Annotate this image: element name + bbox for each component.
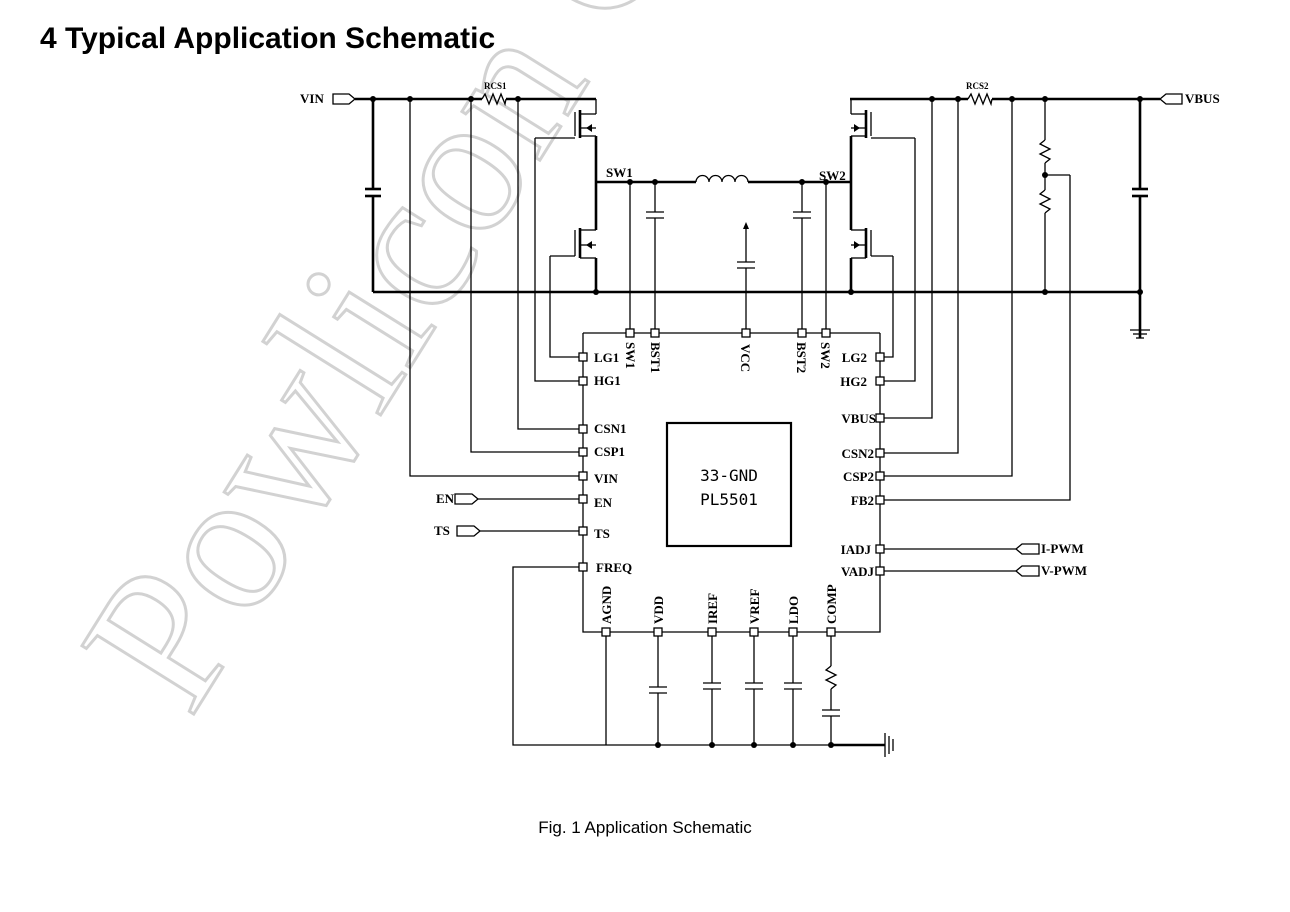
pin-hg1: HG1	[594, 373, 621, 388]
pin-iadj: IADJ	[841, 542, 872, 557]
svg-text:I-PWM: I-PWM	[1041, 541, 1084, 556]
mosfet-low-side-1	[550, 228, 598, 292]
pin-lg2: LG2	[842, 350, 867, 365]
pin-fb2: FB2	[851, 493, 874, 508]
port-vin: VIN	[300, 91, 357, 106]
port-vbus: VBUS	[1158, 91, 1220, 106]
port-i-pwm: I-PWM	[1014, 541, 1084, 556]
port-ts: TS	[434, 523, 482, 538]
svg-text:VIN: VIN	[300, 91, 324, 106]
chip-part-number: PL5501	[700, 490, 758, 509]
power-stage	[355, 92, 1160, 339]
mosfet-high-side-2	[849, 99, 915, 230]
pin-csp2: CSP2	[843, 469, 874, 484]
pin-vref: VREF	[747, 589, 762, 624]
pin-bst2: BST2	[794, 342, 809, 373]
inductor	[695, 174, 749, 183]
junction-dots	[370, 96, 1143, 295]
section-heading: 4 Typical Application Schematic	[40, 22, 496, 55]
mosfet-low-side-2	[849, 228, 893, 292]
chip-ground-label: 33-GND	[700, 466, 758, 485]
pin-freq: FREQ	[596, 560, 632, 575]
input-capacitor	[365, 99, 381, 292]
bootstrap-capacitor-2	[793, 182, 811, 333]
top-pins: SW1 BST1 VCC BST2 SW2	[623, 328, 833, 373]
label-rcs1: RCS1	[484, 81, 507, 91]
pin-vadj: VADJ	[841, 564, 874, 579]
pin-vin: VIN	[594, 471, 618, 486]
bottom-pins: AGND VDD IREF VREF LDO COMP	[599, 584, 839, 637]
sense-resistor-rcs1	[481, 92, 507, 107]
vcc-capacitor	[737, 222, 755, 333]
pin-bst1: BST1	[648, 342, 663, 373]
svg-text:EN: EN	[436, 491, 455, 506]
pin-ts: TS	[594, 526, 610, 541]
pin-lg1: LG1	[594, 350, 619, 365]
pin-csn2: CSN2	[841, 446, 874, 461]
pin-comp: COMP	[824, 584, 839, 624]
port-en: EN	[436, 491, 480, 506]
figure-caption: Fig. 1 Application Schematic	[538, 818, 752, 837]
pin-csn1: CSN1	[594, 421, 627, 436]
pin-vbus: VBUS	[841, 411, 876, 426]
pin-en: EN	[594, 495, 613, 510]
pin-vcc: VCC	[738, 344, 753, 372]
mosfet-high-side-1	[535, 99, 598, 230]
ground-symbol-vbus	[1130, 329, 1150, 339]
sense-resistor-rcs2	[967, 92, 993, 107]
pin-vdd: VDD	[651, 596, 666, 624]
pin-agnd: AGND	[599, 586, 614, 624]
controller-ic: 33-GND PL5501	[665, 421, 793, 548]
label-sw2-node: SW2	[819, 168, 846, 183]
pin-sw1: SW1	[623, 342, 638, 369]
svg-text:TS: TS	[434, 523, 450, 538]
svg-text:V-PWM: V-PWM	[1041, 563, 1087, 578]
right-pins: LG2 HG2 VBUS CSN2 CSP2 FB2 IADJ VADJ	[840, 350, 885, 579]
pin-iref: IREF	[705, 593, 720, 624]
port-v-pwm: V-PWM	[1014, 563, 1087, 578]
pin-ldo: LDO	[786, 596, 801, 624]
label-rcs2: RCS2	[966, 81, 989, 91]
left-pins: LG1 HG1 CSN1 CSP1 VIN EN TS FREQ	[578, 350, 632, 575]
pin-csp1: CSP1	[594, 444, 625, 459]
svg-text:VBUS: VBUS	[1185, 91, 1220, 106]
feedback-divider	[1038, 99, 1070, 292]
label-sw1-node: SW1	[606, 165, 633, 180]
pin-sw2: SW2	[818, 342, 833, 369]
pin-hg2: HG2	[840, 374, 867, 389]
bootstrap-capacitor-1	[646, 182, 664, 333]
output-capacitor	[1132, 99, 1148, 338]
